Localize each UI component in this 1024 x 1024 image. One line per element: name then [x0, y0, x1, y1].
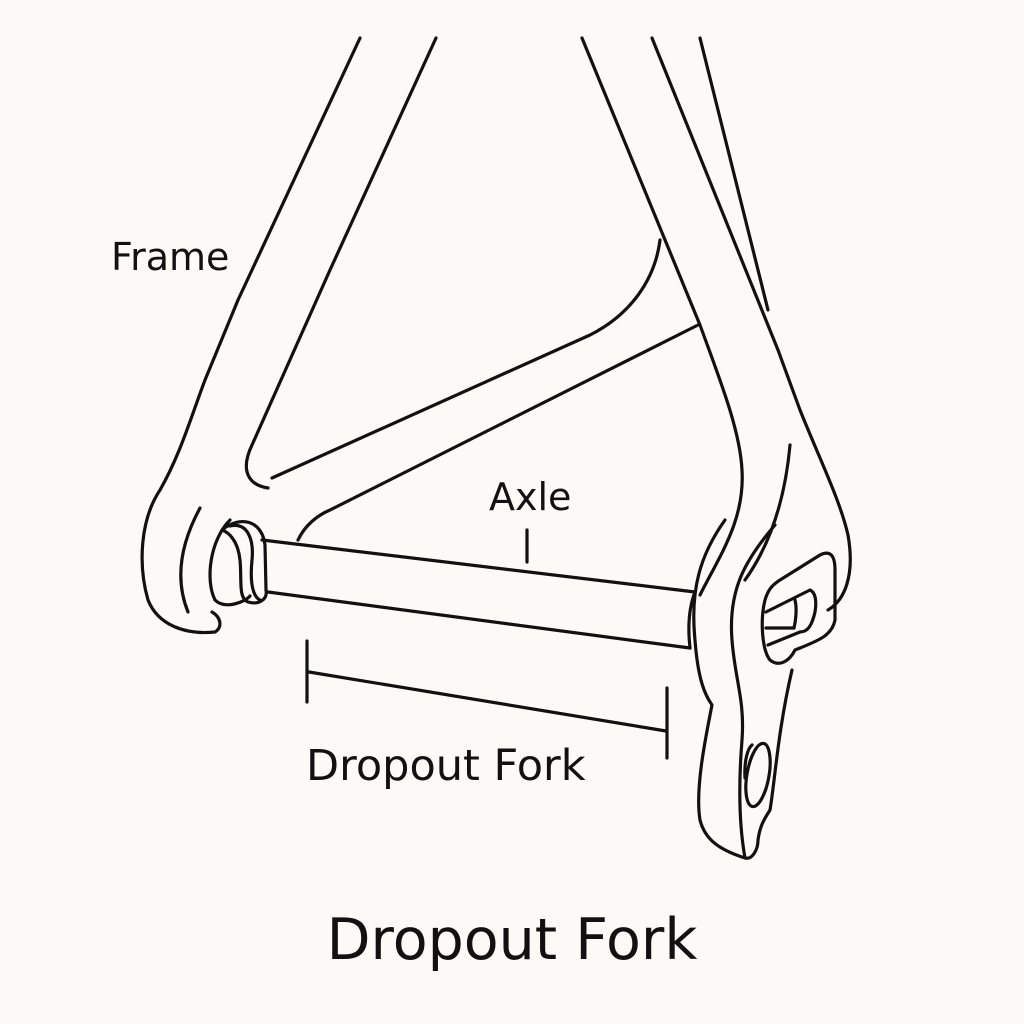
dimension-line [305, 639, 669, 760]
dropout-fork-label: Dropout Fork [306, 741, 586, 791]
frame-label: Frame [111, 235, 230, 279]
right-dropout [692, 518, 837, 860]
axle [260, 528, 697, 650]
diagram-title: Dropout Fork [326, 907, 698, 973]
left-frame-tube [140, 36, 438, 635]
right-frame-tube [580, 36, 852, 612]
chain-stay-tube [270, 238, 700, 542]
left-dropout-hook [208, 518, 268, 607]
axle-label: Axle [489, 475, 572, 519]
